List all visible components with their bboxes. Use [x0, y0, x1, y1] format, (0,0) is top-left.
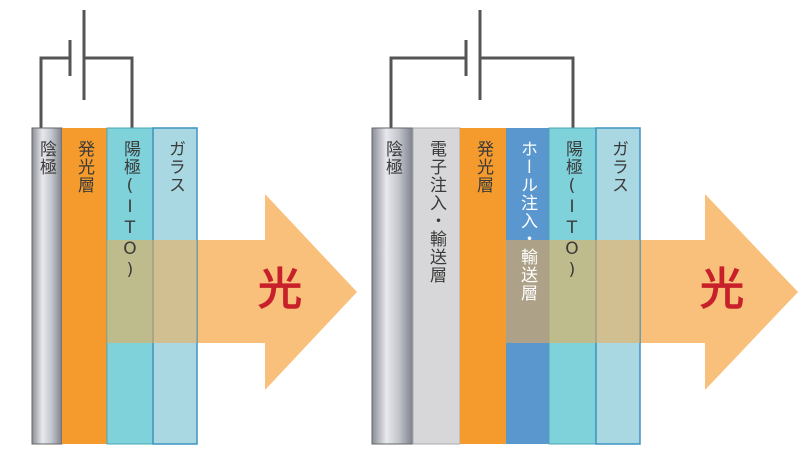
left-label-glass: ガラス — [165, 140, 185, 194]
left-layer-cathode — [31, 127, 63, 445]
left-label-anode: 陽極(ITO) — [120, 140, 140, 281]
left-light-label: 光 — [258, 264, 302, 315]
left-device — [31, 10, 357, 445]
right-label-hole-transport: ホール注入・輸送層 — [517, 140, 537, 302]
right-device — [371, 10, 798, 445]
right-layer-electron-transport — [412, 127, 461, 445]
left-circuit-wire — [39, 10, 134, 128]
left-label-emissive: 発光層 — [74, 140, 94, 194]
right-label-electron-transport: 電子注入・輸送層 — [426, 140, 446, 284]
left-light-band — [107, 240, 197, 343]
right-light-band — [506, 240, 640, 343]
right-circuit-wire — [389, 10, 575, 128]
right-label-cathode: 陰極 — [382, 140, 402, 176]
left-layer-emissive — [62, 128, 107, 444]
left-label-cathode: 陰極 — [36, 140, 56, 176]
right-light-label: 光 — [700, 264, 744, 315]
right-label-anode: 陽極(ITO) — [562, 140, 582, 281]
right-label-glass: ガラス — [608, 140, 628, 194]
right-layer-cathode — [371, 127, 414, 445]
right-layer-emissive — [460, 128, 506, 444]
right-label-emissive: 発光層 — [473, 140, 493, 194]
